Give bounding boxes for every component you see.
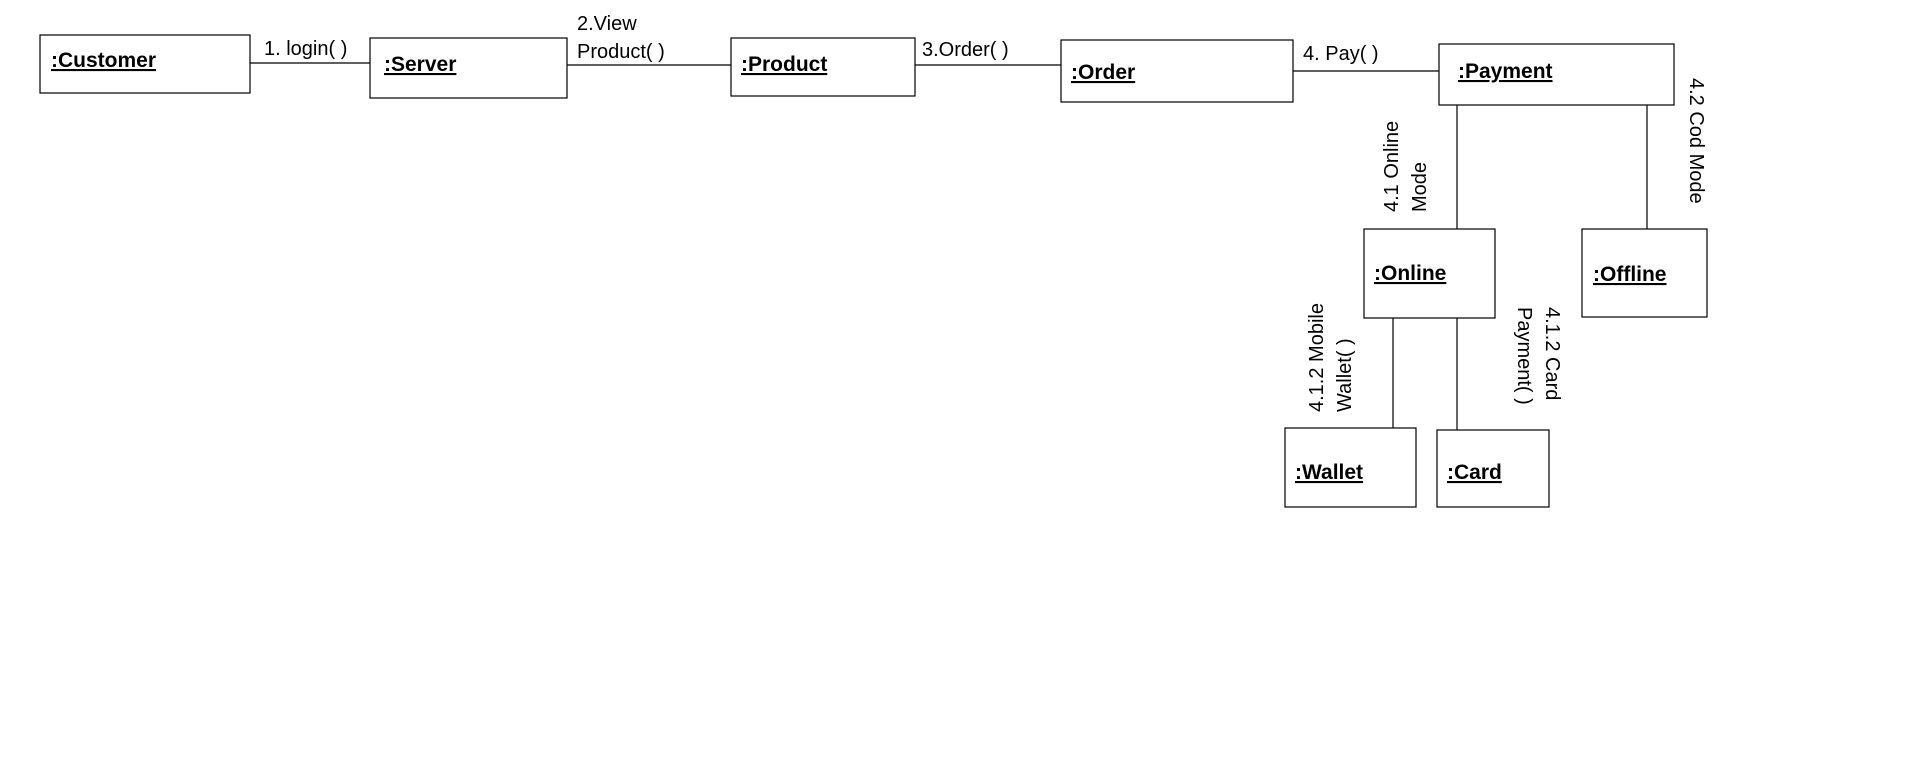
object-payment: :Payment xyxy=(1438,43,1675,106)
object-order-label: :Order xyxy=(1071,61,1135,84)
message-pay: 4. Pay( ) xyxy=(1303,43,1379,65)
object-offline: :Offline xyxy=(1581,228,1708,318)
message-card-payment: 4.1.2 Card Payment( ) xyxy=(1513,307,1563,405)
message-order: 3.Order( ) xyxy=(922,39,1009,61)
object-wallet-label: :Wallet xyxy=(1295,461,1363,484)
message-view-product-line1: 2.View xyxy=(577,13,637,35)
message-card-payment-line2: Payment( ) xyxy=(1513,307,1535,405)
message-view-product-line2: Product( ) xyxy=(577,41,665,63)
object-order: :Order xyxy=(1060,39,1294,103)
object-product-label: :Product xyxy=(741,53,827,76)
message-card-payment-line1: 4.1.2 Card xyxy=(1541,307,1563,400)
object-server-label: :Server xyxy=(384,53,456,76)
message-cod-mode-text: 4.2 Cod Mode xyxy=(1685,78,1707,204)
message-mobile-wallet-line1: 4.1.2 Mobile xyxy=(1306,303,1328,412)
object-payment-label: :Payment xyxy=(1458,60,1553,83)
object-customer-label: :Customer xyxy=(51,49,156,72)
message-mobile-wallet-line2: Wallet( ) xyxy=(1334,338,1356,412)
object-wallet: :Wallet xyxy=(1284,427,1417,508)
message-online-mode-line1: 4.1 Online xyxy=(1381,121,1403,212)
object-product: :Product xyxy=(730,37,916,97)
object-customer: :Customer xyxy=(39,34,251,94)
object-server: :Server xyxy=(369,37,568,99)
object-offline-label: :Offline xyxy=(1593,263,1667,286)
object-online: :Online xyxy=(1363,228,1496,319)
message-cod-mode: 4.2 Cod Mode xyxy=(1685,78,1707,204)
message-online-mode-line2: Mode xyxy=(1409,162,1431,212)
object-card: :Card xyxy=(1436,429,1550,508)
message-online-mode: 4.1 Online Mode xyxy=(1381,121,1431,212)
message-login: 1. login( ) xyxy=(264,38,347,60)
object-card-label: :Card xyxy=(1447,461,1502,484)
message-mobile-wallet: 4.1.2 Mobile Wallet( ) xyxy=(1306,303,1356,412)
object-online-label: :Online xyxy=(1374,262,1446,285)
